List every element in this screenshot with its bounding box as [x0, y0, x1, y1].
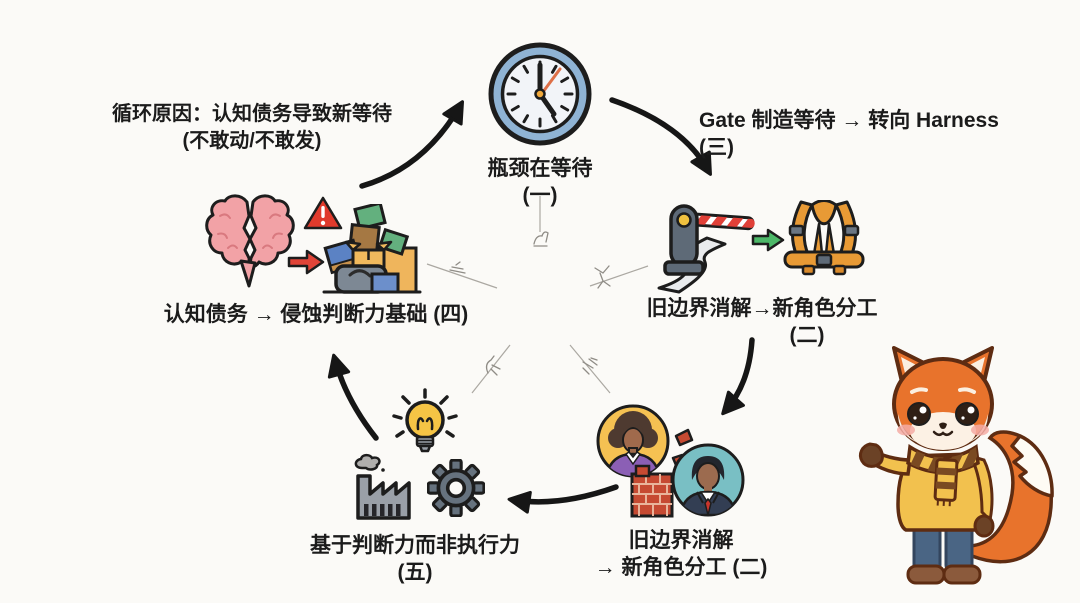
annotation-gate-harness: Gate 制造等待 → 转向 Harness (三)	[699, 107, 999, 161]
harness-icon	[783, 200, 865, 276]
red-arrow-icon	[287, 249, 325, 275]
clock-icon	[488, 42, 592, 146]
annotation-gate-harness-line1: Gate 制造等待 → 转向 Harness	[699, 109, 999, 132]
cycle-arrows	[327, 97, 755, 514]
annotation-loop-cause-line2: (不敢动/不敢发)	[182, 130, 322, 152]
sketch-spokes	[426, 196, 649, 394]
label-roles-bottom-line2: → 新角色分工 (二)	[594, 556, 768, 579]
label-judgment: 基于判断力而非执行力 (五)	[310, 532, 520, 586]
fox-mascot	[858, 346, 1054, 585]
fox-mitten	[858, 442, 884, 468]
label-boundary-right-num: (二)	[789, 324, 825, 347]
label-bottleneck-text: 瓶颈在等待	[487, 157, 593, 180]
label-judgment-num: (五)	[397, 561, 433, 584]
arrow-to-clock	[359, 100, 465, 189]
man-avatar	[671, 443, 745, 517]
label-bottleneck-num: (一)	[522, 184, 558, 207]
label-cognitive-debt: 认知债务 → 侵蚀判断力基础 (四)	[163, 303, 469, 326]
arrow-gate-to-people	[721, 337, 755, 416]
label-roles-bottom: 旧边界消解 → 新角色分工 (二)	[595, 527, 768, 581]
brick-wall-icon	[630, 428, 694, 518]
annotation-loop-cause: 循环原因：认知债务导致新等待 (不敢动/不敢发)	[112, 101, 392, 155]
label-judgment-text: 基于判断力而非执行力	[310, 534, 520, 557]
factory-icon	[354, 453, 411, 520]
arrow-people-to-factory	[507, 484, 619, 514]
green-arrow-icon	[751, 228, 785, 252]
smoke-icon	[354, 453, 381, 471]
annotation-loop-cause-line1: 循环原因：认知债务导致新等待	[112, 103, 392, 125]
people-roles-icon	[596, 404, 745, 518]
label-boundary-right-text: 旧边界消解→新角色分工	[646, 297, 878, 320]
fox-boots	[906, 564, 946, 585]
split-brain-icon	[205, 194, 295, 288]
gear-icon	[427, 459, 485, 517]
annotation-gate-harness-num: (三)	[699, 136, 734, 159]
arrow-clock-to-gate	[609, 97, 712, 176]
fox-head	[892, 346, 994, 451]
barrier-gate-icon	[657, 204, 755, 294]
woman-avatar	[596, 404, 670, 478]
boxes-pile-icon	[322, 204, 422, 294]
warning-triangle-icon	[303, 196, 343, 230]
sketch-doodles	[449, 231, 611, 376]
label-bottleneck: 瓶颈在等待 (一)	[488, 155, 593, 209]
lightbulb-icon	[392, 388, 458, 453]
label-boundary-right: 旧边界消解→新角色分工	[647, 295, 878, 322]
arrow-factory-to-brain	[327, 353, 379, 441]
label-roles-bottom-line1: 旧边界消解	[628, 529, 734, 552]
